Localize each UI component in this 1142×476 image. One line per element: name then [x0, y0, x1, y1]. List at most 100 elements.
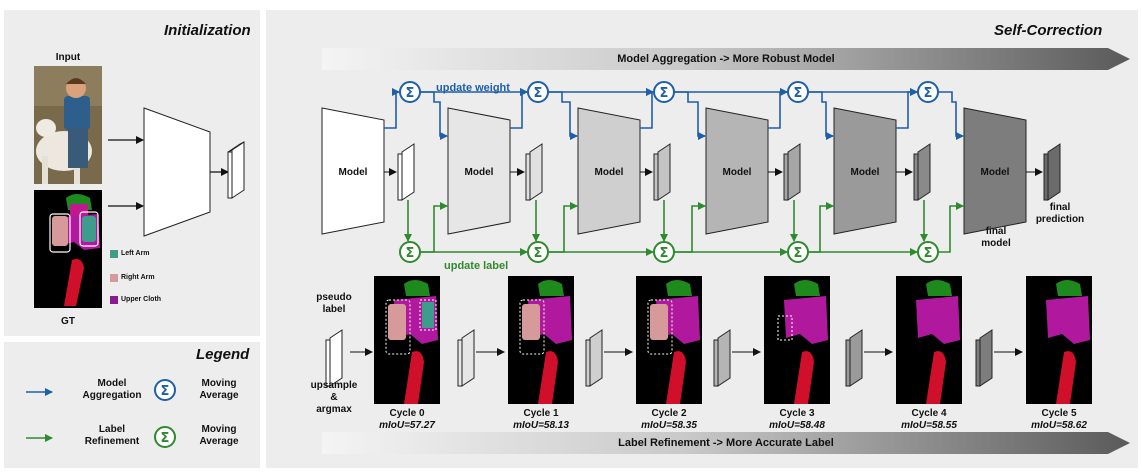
mini-legend-right-arm	[110, 274, 118, 282]
cycle-highlight-0	[385, 299, 411, 355]
mini-legend-right-arm-label: Right Arm	[121, 274, 155, 281]
legend-mavg1-line2: Average	[199, 390, 239, 401]
legend-moving-average-blue: Moving Average	[199, 378, 238, 402]
feature-map-2	[657, 143, 671, 201]
self-correction-title: Self-Correction	[994, 22, 1103, 39]
label-refinement-bar: Label Refinement -> More Accurate Label	[322, 432, 1130, 454]
cycle-feature-4-edge	[845, 339, 851, 387]
model-trapezoid-2	[577, 107, 641, 235]
model-aggregation-bar: Model Aggregation -> More Robust Model	[322, 48, 1130, 70]
pseudo-label-map	[329, 329, 343, 387]
legend-lr-line1: Label	[98, 424, 126, 435]
model-trapezoid-3	[705, 107, 769, 235]
update-weight-label: update weight	[436, 82, 510, 94]
feature-map-3	[787, 143, 801, 201]
cycle-miou-2: mIoU=58.35	[641, 420, 697, 431]
feature-map-2-edge	[653, 153, 659, 201]
cycle-body-5	[1046, 296, 1090, 344]
upsample-line3: argmax	[316, 404, 352, 415]
weight-output-line-0	[420, 91, 448, 140]
final-prediction-line2: prediction	[1035, 214, 1085, 225]
init-model-trapezoid	[143, 107, 211, 237]
gt-label: GT	[61, 316, 75, 327]
mini-legend-upper-cloth	[110, 296, 118, 304]
mini-legend-left-arm	[110, 250, 118, 258]
legend-blue-sigma-symbol: Σ	[161, 384, 170, 399]
cycle-miou-0: mIoU=57.27	[379, 420, 435, 431]
sigma-weight-3-symbol: Σ	[794, 86, 803, 101]
model-label-1: Model	[465, 167, 494, 178]
label-output-line-0	[420, 202, 448, 253]
legend-title: Legend	[196, 346, 250, 363]
gt-segmentation-shapes	[34, 190, 102, 308]
cycle-feature-3-edge	[713, 339, 719, 387]
feature-map-4-edge	[913, 153, 919, 201]
cycle-feature-5-edge	[975, 339, 981, 387]
label-output-line-4	[938, 202, 964, 253]
cycle-leg-4	[926, 351, 946, 404]
final-prediction-line1: final	[1049, 202, 1071, 213]
cycle-name-5: Cycle 5	[1041, 408, 1077, 419]
legend-ma-line1: Model	[97, 378, 127, 389]
cycle-right-arm-2	[650, 304, 668, 340]
gt-segmentation-map	[34, 190, 102, 308]
final-model-label: final model	[981, 226, 1010, 250]
sigma-weight-2-symbol: Σ	[660, 86, 669, 101]
cycle-highlight-b-0	[419, 299, 437, 331]
upsample-line1: upsample	[310, 380, 358, 391]
cycle-right-arm-0	[388, 304, 406, 340]
weight-output-line-1	[548, 91, 578, 140]
feature-map-4	[917, 143, 931, 201]
model-trapezoid-0	[321, 107, 385, 235]
cycle-hair-5	[1056, 280, 1082, 296]
sigma-label-0-symbol: Σ	[406, 246, 415, 261]
legend-green-sigma	[154, 426, 176, 448]
cycle-feature-1	[461, 329, 475, 387]
pseudo-line2: label	[322, 304, 346, 315]
input-photo	[34, 66, 102, 184]
sigma-label-3-symbol: Σ	[794, 246, 803, 261]
model-trapezoid-4	[833, 107, 897, 235]
cycle-feature-2-edge	[585, 339, 591, 387]
mini-legend-upper-cloth-label: Upper Cloth	[121, 296, 162, 303]
cycle-hair-1	[538, 280, 564, 296]
cycle-hair-2	[666, 280, 692, 296]
model-label-0: Model	[339, 167, 368, 178]
cycle-highlight-2	[647, 299, 673, 355]
final-model-line2: model	[981, 238, 1011, 249]
sigma-label-1-symbol: Σ	[534, 246, 543, 261]
feature-map-5	[1047, 143, 1061, 201]
model-label-3: Model	[723, 167, 752, 178]
legend-blue-sigma	[154, 379, 176, 401]
weight-input-line-0	[384, 88, 400, 129]
sigma-label-4-symbol: Σ	[924, 246, 933, 261]
cycle-miou-4: mIoU=58.55	[901, 420, 957, 431]
cycle-leg-5	[1056, 351, 1076, 404]
label-output-line-2	[674, 202, 706, 253]
sigma-weight-4-symbol: Σ	[924, 86, 933, 101]
cycle-highlight-1	[519, 299, 545, 355]
legend-mavg1-line1: Moving	[201, 378, 237, 389]
cycle-hair-3	[794, 280, 820, 296]
final-prediction-label: final prediction	[1036, 202, 1084, 226]
legend-lr-line2: Refinement	[84, 436, 140, 447]
model-trapezoid-1	[447, 107, 511, 235]
cycle-name-4: Cycle 4	[911, 408, 947, 419]
cycle-right-arm-1	[522, 304, 540, 340]
cycle-feature-3	[717, 329, 731, 387]
feature-map-0	[401, 143, 415, 201]
mini-legend-left-arm-label: Left Arm	[121, 250, 150, 257]
weight-output-line-2	[674, 91, 706, 140]
feature-map-0-edge	[397, 153, 403, 201]
weight-output-line-4	[938, 91, 964, 140]
feature-map-3-edge	[783, 153, 789, 201]
legend-label-refinement-label: Label Refinement	[85, 424, 139, 448]
model-label-2: Model	[595, 167, 624, 178]
pseudo-line1: pseudo	[316, 292, 352, 303]
cycle-leg-3	[794, 351, 814, 404]
legend-panel	[4, 342, 260, 468]
cycle-body-3	[784, 296, 828, 344]
cycle-name-0: Cycle 0	[389, 408, 425, 419]
label-output-line-1	[548, 202, 578, 253]
legend-green-sigma-symbol: Σ	[161, 431, 170, 446]
